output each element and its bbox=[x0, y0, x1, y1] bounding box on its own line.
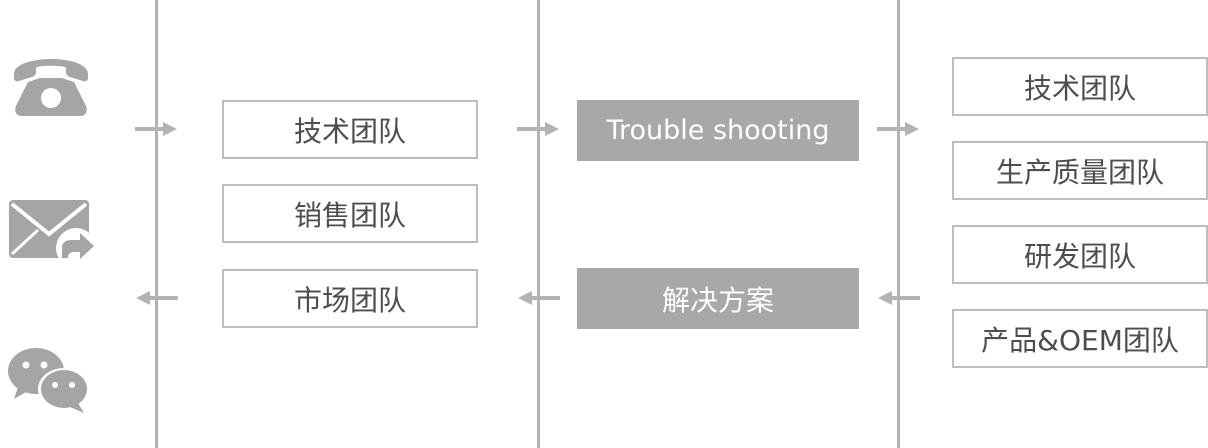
troubleshooting-box: Trouble shooting bbox=[577, 100, 859, 161]
team-box-technical: 技术团队 bbox=[222, 100, 478, 159]
arrow-left-icon bbox=[518, 291, 560, 305]
divider-line-3 bbox=[897, 0, 900, 448]
solution-box: 解决方案 bbox=[577, 268, 859, 329]
email-forward-icon bbox=[9, 200, 96, 268]
arrow-right-icon bbox=[517, 122, 559, 136]
arrow-left-icon bbox=[136, 291, 178, 305]
wechat-icon bbox=[8, 348, 90, 413]
arrow-right-icon bbox=[877, 122, 919, 136]
arrow-left-icon bbox=[878, 291, 920, 305]
team-box-marketing: 市场团队 bbox=[222, 269, 478, 328]
telephone-icon bbox=[14, 59, 88, 116]
backend-team-technical: 技术团队 bbox=[952, 57, 1208, 116]
backend-team-product-oem: 产品&OEM团队 bbox=[952, 309, 1208, 368]
backend-team-production-quality: 生产质量团队 bbox=[952, 141, 1208, 200]
team-box-sales: 销售团队 bbox=[222, 184, 478, 243]
divider-line-1 bbox=[155, 0, 158, 448]
backend-team-rnd: 研发团队 bbox=[952, 225, 1208, 284]
divider-line-2 bbox=[537, 0, 540, 448]
arrow-right-icon bbox=[135, 122, 177, 136]
